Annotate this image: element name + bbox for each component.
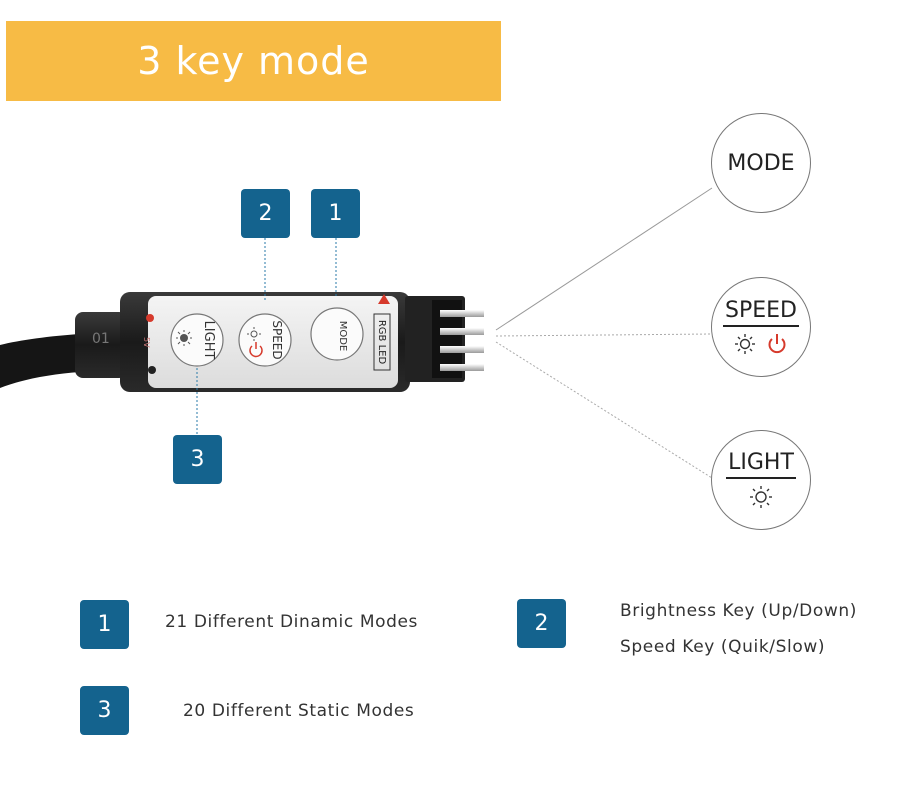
warning-triangle — [378, 294, 390, 304]
legend-item-1-text: 21 Different Dinamic Modes — [165, 612, 419, 632]
plus-mark — [146, 314, 154, 322]
legend-badge-1: 1 — [80, 600, 129, 649]
sun-icon — [247, 327, 261, 341]
callout-badge-1: 1 — [311, 189, 360, 238]
badge-number: 2 — [534, 611, 549, 636]
cable — [0, 334, 80, 388]
callout-badge-3: 3 — [173, 435, 222, 484]
legend-badge-3: 3 — [80, 686, 129, 735]
voltage-label: 5V — [142, 337, 151, 348]
light-circle: LIGHT — [711, 430, 811, 530]
speed-button-label: SPEED — [270, 320, 284, 359]
power-icon — [249, 345, 263, 358]
title-text: 3 key mode — [137, 39, 370, 83]
title-banner: 3 key mode — [6, 21, 501, 101]
badge-number: 1 — [328, 201, 343, 226]
light-button — [170, 313, 224, 367]
pin-label: 01 — [92, 331, 110, 347]
speed-button — [238, 313, 292, 367]
sun-icon — [750, 486, 772, 508]
mode-button — [310, 307, 364, 361]
connector-pin — [440, 346, 484, 353]
badge-number: 2 — [258, 201, 273, 226]
speed-circle: SPEED — [711, 277, 811, 377]
light-button-label: LIGHT — [201, 321, 216, 360]
legend-item-2-line-2: Speed Key (Quik/Slow) — [620, 637, 826, 657]
mode-circle-label: MODE — [727, 150, 795, 176]
badge-number: 3 — [97, 698, 112, 723]
speed-circle-label: SPEED — [723, 299, 799, 327]
connector-pin — [440, 328, 484, 335]
legend-item-2-line-1: Brightness Key (Up/Down) — [620, 601, 857, 621]
connector-line — [495, 341, 713, 479]
rgb-led-tag — [373, 313, 391, 371]
mode-circle: MODE — [711, 113, 811, 213]
connector-pin — [440, 364, 484, 371]
strain-relief — [75, 312, 127, 378]
legend-badge-2: 2 — [517, 599, 566, 648]
mode-button-label: MODE — [337, 321, 348, 352]
connector-pin — [440, 310, 484, 317]
light-circle-label: LIGHT — [726, 451, 796, 479]
badge-number: 1 — [97, 612, 112, 637]
rgb-led-label: RGB LED — [376, 320, 387, 365]
badge-number: 3 — [190, 447, 205, 472]
callout-badge-2: 2 — [241, 189, 290, 238]
minus-mark — [148, 366, 156, 374]
power-icon — [768, 334, 786, 354]
sun-icon — [176, 330, 192, 346]
connector-line — [495, 333, 713, 337]
connector-line — [495, 187, 713, 331]
sun-icon — [735, 334, 755, 354]
legend-item-3-text: 20 Different Static Modes — [183, 701, 415, 721]
